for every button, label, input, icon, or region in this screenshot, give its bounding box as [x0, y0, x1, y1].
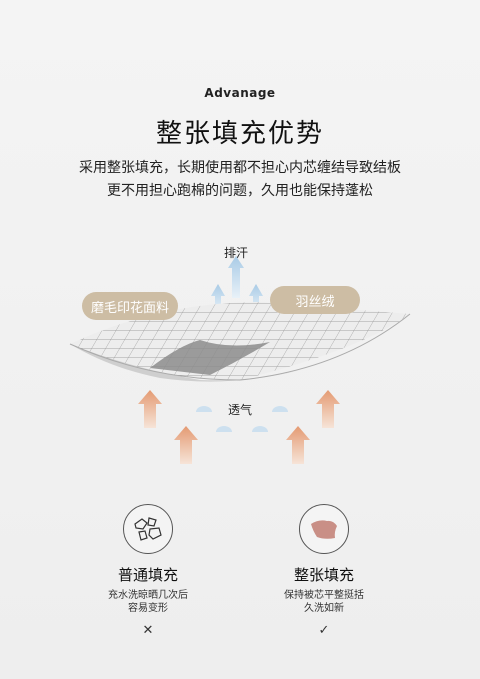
- feature-title: 普通填充: [117, 566, 178, 584]
- check-icon: ✓: [318, 623, 330, 638]
- sweat-label: 排汗: [224, 246, 249, 260]
- sweat-arrows: [211, 256, 263, 312]
- feature-desc-line-1: 保持被芯平整挺括: [284, 590, 364, 601]
- flat-pad-icon: [299, 504, 349, 554]
- quilt-diagram: [69, 256, 411, 464]
- description-line-1: 采用整张填充，长期使用都不担心内芯缠结导致结板: [79, 160, 401, 176]
- filling-pill: 羽丝绒: [270, 286, 360, 314]
- page-title: 整张填充优势: [155, 119, 324, 149]
- air-dots: [196, 406, 288, 432]
- description-line-2: 更不用担心跑棉的问题，久用也能保持蓬松: [107, 183, 373, 199]
- feature-desc-line-2: 容易变形: [128, 603, 168, 614]
- feature-desc-line-2: 久洗如新: [304, 603, 344, 614]
- feature-title: 整张填充: [293, 566, 354, 584]
- crumpled-filling-icon: [123, 504, 173, 554]
- section-eyebrow: Advanage: [204, 86, 276, 100]
- breath-arrows: [138, 390, 340, 464]
- quilt-pad: [69, 302, 411, 382]
- feature-desc-line-1: 充水洗晾晒几次后: [108, 590, 188, 601]
- breath-label: 透气: [228, 403, 253, 417]
- cross-icon: ✕: [142, 623, 154, 638]
- fabric-pill: 磨毛印花面料: [82, 292, 178, 320]
- feature-whole-fill: 整张填充 保持被芯平整挺括 久洗如新 ✓: [254, 504, 394, 638]
- feature-normal-fill: 普通填充 充水洗晾晒几次后 容易变形 ✕: [78, 504, 218, 638]
